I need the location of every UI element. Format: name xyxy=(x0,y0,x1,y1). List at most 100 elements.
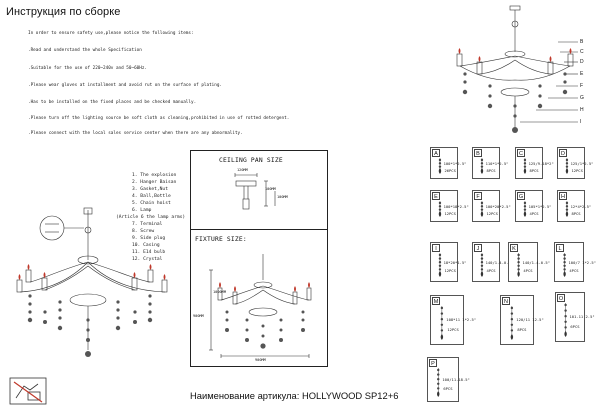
exploded-chandelier-diagram xyxy=(16,207,168,357)
part-qty: 26PCS xyxy=(444,167,456,173)
part-letter: F xyxy=(474,192,482,200)
note-5: .Please turn off the lighting source be … xyxy=(28,116,290,121)
part-qty: 8PCS xyxy=(571,210,581,216)
note-intro: In order to ensure safety use,please not… xyxy=(28,31,194,36)
parts-item-1: 1. The explosion xyxy=(132,173,177,178)
ceiling-pan-title: CEILING PAN SIZE xyxy=(219,157,283,164)
parts-item-12: 12. Crystal xyxy=(132,257,163,262)
part-spec: 110*1*2.5" xyxy=(485,161,509,167)
part-letter: H xyxy=(559,192,567,200)
part-letter: N xyxy=(502,297,510,305)
part-letter: I xyxy=(432,244,440,252)
callout-d: D xyxy=(580,59,584,65)
part-letter: B xyxy=(474,149,482,157)
crystal-part-icon xyxy=(436,368,440,397)
fixture-size-box: FIXTURE SIZE: xyxy=(190,229,328,367)
parts-item-6: 6. Lamp xyxy=(132,208,152,213)
parts-item-7: 7. Terminal xyxy=(132,222,163,227)
crystal-part-icon xyxy=(523,201,527,217)
crystal-part-icon xyxy=(480,158,484,174)
crystal-part-icon xyxy=(480,201,484,217)
part-letter: A xyxy=(432,149,440,157)
crystal-part-icon xyxy=(510,306,514,340)
crystal-part-icon xyxy=(517,253,520,277)
fixture-size-title: FIXTURE SIZE: xyxy=(195,236,247,243)
part-qty: 8PCS xyxy=(486,167,496,173)
part-qty: 12PCS xyxy=(447,327,459,332)
parts-item-10: 10. Casing xyxy=(132,243,160,248)
crystal-part-icon xyxy=(438,158,442,174)
callout-e: E xyxy=(580,71,584,77)
parts-item-9: 9. Side plug xyxy=(132,236,166,241)
fixture-drawing xyxy=(209,254,312,358)
part-qty: 12PCS xyxy=(444,210,456,216)
callout-h: H xyxy=(580,107,584,113)
ceiling-dim-depth: 100MM xyxy=(265,187,276,191)
parts-item-4: 4. Ball,Bottle xyxy=(132,194,171,199)
crystal-part-icon xyxy=(440,306,444,340)
parts-item-5: 5. Chain hoist xyxy=(132,201,171,206)
part-spec: 140/1.4-0.5" xyxy=(522,259,550,265)
note-4: .Has to be installed on the fixed places… xyxy=(28,100,197,105)
part-qty: 4PCS xyxy=(529,210,539,216)
part-letter: M xyxy=(432,297,440,305)
part-qty: 12PCS xyxy=(444,267,456,273)
part-letter: P xyxy=(429,359,437,367)
installation-hand-icon xyxy=(9,377,47,405)
note-1: .Read and understand the whole Specifica… xyxy=(28,48,142,53)
part-spec: 100/11-18.5" xyxy=(442,376,470,382)
note-6: .Please connect with the local sales ser… xyxy=(28,131,243,136)
callout-i: I xyxy=(580,119,582,125)
ceiling-pan-drawing xyxy=(234,173,276,210)
page-title: Инструкция по сборке xyxy=(6,6,121,18)
ceiling-pan-size-box: CEILING PAN SIZE 120MM 100MM 100MM xyxy=(190,150,328,230)
part-letter: E xyxy=(432,192,440,200)
crystal-part-icon xyxy=(480,253,484,277)
part-letter: L xyxy=(556,244,564,252)
note-3: .Please wear gloves at installment and a… xyxy=(28,83,223,88)
ceiling-dim-width: 120MM xyxy=(237,168,248,172)
parts-item-3: 3. Gasket,Nut xyxy=(132,187,168,192)
part-card-m: M 108*11 1*2.5" 12PCS xyxy=(430,295,476,345)
part-letter: J xyxy=(474,244,482,252)
part-spec: 125/9-18*2" xyxy=(528,161,554,167)
part-spec: 100*1*2.5" xyxy=(443,161,467,167)
crystal-part-icon xyxy=(563,253,566,277)
part-card-k: K 140/1.4-0.5" 4PCS xyxy=(508,242,550,282)
parts-item-8: 8. Screw xyxy=(132,229,155,234)
crystal-part-icon xyxy=(438,253,442,277)
part-letter: K xyxy=(510,244,518,252)
part-spec: 105*1*2.5" xyxy=(528,204,552,210)
part-qty: 6PCS xyxy=(570,324,580,329)
parts-item-2: 2. Hanger Baisan xyxy=(132,180,177,185)
part-spec: 100*18*2.5" xyxy=(443,204,469,210)
part-qty: 4PCS xyxy=(523,267,533,273)
part-letter: G xyxy=(517,192,525,200)
part-spec: 120/11 12.5" xyxy=(516,317,544,322)
crystal-part-icon xyxy=(565,201,569,217)
callout-f: F xyxy=(580,83,584,89)
note-2: .Suitable for the use of 220~240v and 50… xyxy=(28,66,147,71)
callout-c: C xyxy=(580,49,584,55)
fixture-dim-height: 1000MM xyxy=(213,290,226,294)
part-letter: O xyxy=(557,294,565,302)
article-label: Наименование артикула: xyxy=(190,390,300,401)
crystal-part-icon xyxy=(565,158,569,174)
parts-item-11: 11. E14 bulb xyxy=(132,250,166,255)
article-code: HOLLYWOOD SP12+6 xyxy=(301,390,399,401)
part-letter: D xyxy=(559,149,567,157)
part-spec: 125/1*2.5" xyxy=(570,161,594,167)
fixture-dim-side: 900MM xyxy=(193,314,204,318)
part-spec: 108*11 1*2.5" xyxy=(446,317,477,322)
